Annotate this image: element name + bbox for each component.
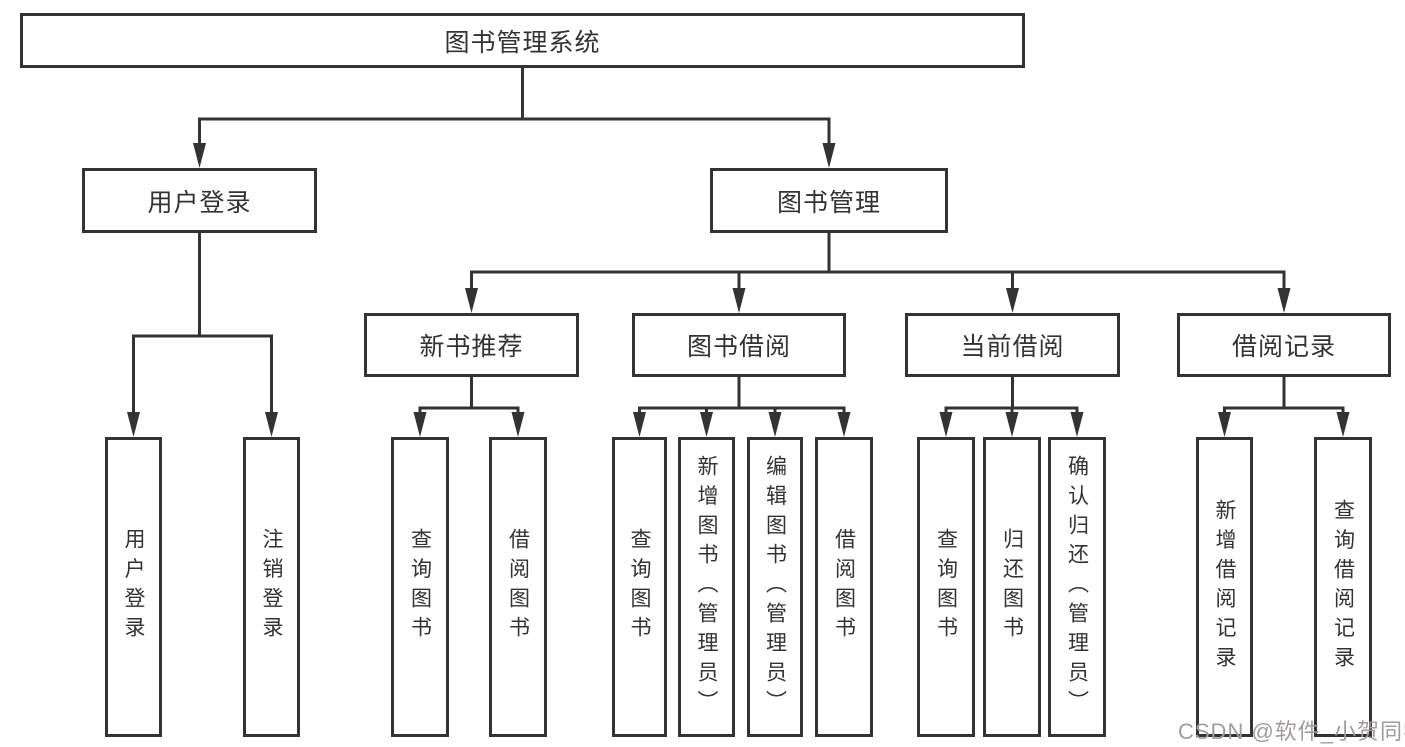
leaf-query-books-label: 查询图书 [628, 528, 651, 646]
leaf-edit-books-admin-label: 编辑图书（管理员） [763, 454, 787, 720]
leaf-confirm-return-admin-label: 确认归还（管理员） [1065, 454, 1089, 720]
csdn-watermark: CSDN @软件_小贺同学 [1178, 719, 1405, 744]
leaf-user-login-label: 用户登录 [122, 528, 145, 646]
leaf-confirm-return-admin-box: 确认归还（管理员） [1048, 437, 1106, 737]
node-current-borrow-box: 当前借阅 [905, 313, 1120, 377]
node-current-borrow-label: 当前借阅 [960, 333, 1065, 361]
node-borrow-record-label: 借阅记录 [1231, 333, 1336, 361]
leaf-add-borrow-record-box: 新增借阅记录 [1196, 437, 1253, 737]
node-user-login-box: 用户登录 [82, 168, 317, 233]
node-user-login-label: 用户登录 [147, 188, 252, 217]
node-book-borrow-label: 图书借阅 [686, 333, 791, 361]
leaf-borrow-books-box: 借阅图书 [489, 437, 547, 737]
leaf-add-books-admin-box: 新增图书（管理员） [678, 437, 735, 737]
leaf-return-books-label: 归还图书 [1000, 528, 1024, 646]
leaf-user-login-box: 用户登录 [105, 437, 162, 737]
leaf-borrow-books-label: 借阅图书 [506, 528, 530, 646]
leaf-edit-books-admin-box: 编辑图书（管理员） [747, 437, 803, 737]
leaf-logout-login-box: 注销登录 [243, 437, 300, 737]
node-new-book-recommend-box: 新书推荐 [364, 313, 579, 377]
node-borrow-record-box: 借阅记录 [1177, 313, 1391, 377]
node-library-system-label: 图书管理系统 [444, 28, 601, 57]
leaf-query-borrow-record-box: 查询借阅记录 [1314, 437, 1372, 737]
leaf-query-books-label: 查询图书 [934, 528, 958, 646]
node-new-book-recommend-label: 新书推荐 [419, 333, 524, 361]
leaf-add-books-admin-label: 新增图书（管理员） [695, 454, 718, 720]
leaf-query-borrow-record-label: 查询借阅记录 [1331, 498, 1355, 676]
leaf-return-books-box: 归还图书 [983, 437, 1041, 737]
leaf-query-books-box: 查询图书 [917, 437, 975, 737]
leaf-query-books-box: 查询图书 [612, 437, 667, 737]
leaf-logout-login-label: 注销登录 [260, 528, 283, 646]
node-book-borrow-box: 图书借阅 [632, 313, 846, 377]
leaf-query-books-label: 查询图书 [408, 528, 432, 646]
leaf-borrow-books-label: 借阅图书 [832, 528, 856, 646]
node-book-management-box: 图书管理 [710, 168, 948, 233]
node-book-management-label: 图书管理 [776, 188, 881, 217]
leaf-borrow-books-box: 借阅图书 [815, 437, 873, 737]
leaf-add-borrow-record-label: 新增借阅记录 [1213, 498, 1236, 676]
node-library-system-box: 图书管理系统 [20, 13, 1025, 68]
leaf-query-books-box: 查询图书 [391, 437, 449, 737]
